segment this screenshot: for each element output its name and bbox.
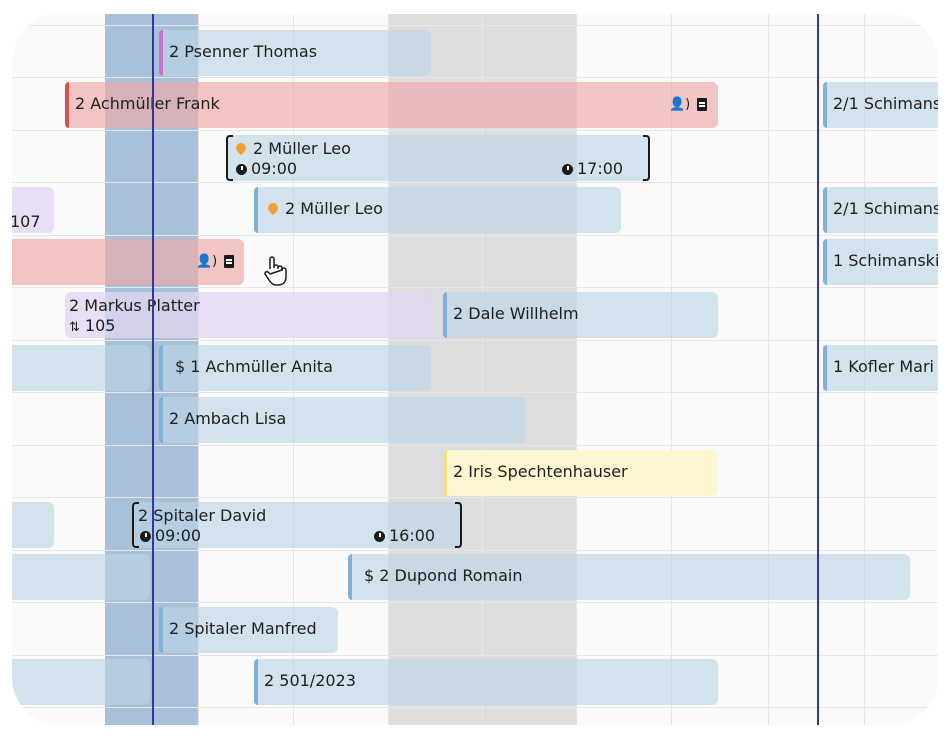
grid-hline [12, 497, 938, 498]
booking-label: 2 Achmüller Frank [75, 94, 220, 113]
clock-icon [562, 164, 573, 175]
booking-bar-107[interactable]: 107 [12, 187, 54, 233]
booking-bar-mueller-leo-timed[interactable]: 2 Müller Leo 09:00 17:00 [226, 135, 650, 181]
bar-accent [65, 82, 69, 128]
bar-accent [254, 659, 258, 705]
booking-bar-partial-blue[interactable] [12, 554, 150, 600]
booking-bar-partial-blue[interactable] [12, 345, 150, 391]
booking-label: 2 Psenner Thomas [169, 42, 318, 61]
bar-accent [159, 30, 163, 76]
person-voice-icon: 👤) [669, 97, 691, 112]
grid-hline [12, 655, 938, 656]
bar-accent [823, 345, 827, 391]
booking-bar-achmueller-anita[interactable]: $ 1 Achmüller Anita [159, 345, 431, 391]
time-bracket-left [226, 135, 233, 181]
clock-icon [374, 531, 385, 542]
bar-accent [159, 607, 163, 653]
grid-hline [12, 287, 938, 288]
grid-hline [12, 182, 938, 183]
booking-bar-iris-spechtenhauser[interactable]: 2 Iris Spechtenhauser [443, 450, 718, 496]
booking-label: 2 Dale Willhelm [453, 304, 579, 323]
booking-bar-dupond-romain[interactable]: $ 2 Dupond Romain [348, 554, 910, 600]
booking-label: 107 [12, 212, 41, 231]
hand-pointer-cursor [264, 256, 287, 286]
location-pin-icon [233, 140, 249, 156]
booking-bar-mueller-leo[interactable]: 2 Müller Leo [254, 187, 621, 233]
booking-bar-dale-willhelm[interactable]: 2 Dale Willhelm [443, 292, 718, 338]
bar-accent [443, 450, 447, 496]
bar-accent [254, 187, 258, 233]
bar-accent [823, 239, 827, 285]
grid-hline [12, 550, 938, 551]
bar-accent [443, 292, 447, 338]
booking-label: 1 Schimanski [833, 251, 938, 270]
document-icon [224, 255, 234, 272]
booking-bar-partial-blue[interactable] [12, 659, 150, 705]
grid-vline [671, 14, 672, 725]
swap-icon: ⇅ [69, 320, 80, 335]
booking-label: 2/1 Schimans [833, 94, 938, 113]
document-icon [697, 98, 707, 115]
time-bracket-right [455, 502, 462, 548]
grid-hline [12, 602, 938, 603]
room-number: 105 [84, 316, 116, 335]
booking-label: 2 Markus Platter [69, 296, 200, 315]
booking-label: 2 Ambach Lisa [169, 409, 287, 428]
grid-hline [12, 445, 938, 446]
booking-bar-partial-red[interactable]: 👤) [12, 239, 244, 285]
grid-vline [768, 14, 769, 725]
start-time: 09:00 [251, 159, 298, 178]
booking-label: 2 Müller Leo [253, 139, 351, 158]
booking-bar-psenner-thomas[interactable]: 2 Psenner Thomas [159, 30, 431, 76]
clock-icon [236, 164, 247, 175]
booking-bar-schimans-2[interactable]: 2/1 Schimans [823, 187, 938, 233]
grid-hline [12, 707, 938, 708]
bar-accent [823, 82, 827, 128]
booking-bar-501-2023[interactable]: 2 501/2023 [254, 659, 718, 705]
grid-vline [482, 14, 483, 725]
bar-accent [159, 397, 163, 443]
end-time: 17:00 [577, 159, 624, 178]
booking-label: 2 Iris Spechtenhauser [453, 462, 628, 481]
grid-hline [12, 235, 938, 236]
booking-bar-spitaler-manfred[interactable]: 2 Spitaler Manfred [159, 607, 338, 653]
booking-bar-spitaler-david-timed[interactable]: 2 Spitaler David 09:00 16:00 [132, 502, 462, 548]
person-voice-icon: 👤) [196, 254, 218, 269]
booking-bar-partial-blue[interactable] [12, 502, 54, 548]
current-time-line [152, 14, 154, 725]
booking-label: 2 Spitaler David [138, 506, 267, 525]
booking-label: 2 Müller Leo [285, 199, 383, 218]
clock-icon [140, 531, 151, 542]
booking-label: 1 Kofler Mari [833, 357, 934, 376]
schedule-grid: 2 Psenner Thomas 2 Achmüller Frank 👤) 2/… [12, 14, 938, 725]
booking-bar-kofler[interactable]: 1 Kofler Mari [823, 345, 938, 391]
grid-vline [576, 14, 577, 725]
period-end-line [817, 14, 819, 725]
grid-hline [12, 77, 938, 78]
booking-bar-achmueller-frank[interactable]: 2 Achmüller Frank 👤) [65, 82, 718, 128]
booking-bar-markus-platter[interactable]: 2 Markus Platter ⇅ 105 [65, 292, 431, 338]
bar-accent [348, 554, 352, 600]
booking-label: 2/1 Schimans [833, 199, 938, 218]
time-bracket-left [132, 502, 139, 548]
end-time: 16:00 [389, 526, 436, 545]
start-time: 09:00 [155, 526, 202, 545]
grid-hline [12, 392, 938, 393]
grid-hline [12, 130, 938, 131]
bar-accent [159, 345, 163, 391]
booking-bar-ambach-lisa[interactable]: 2 Ambach Lisa [159, 397, 526, 443]
bar-accent [823, 187, 827, 233]
booking-label: $ 2 Dupond Romain [364, 566, 523, 585]
booking-label: 2 Spitaler Manfred [169, 619, 317, 638]
booking-bar-schimans-1[interactable]: 2/1 Schimans [823, 82, 938, 128]
booking-bar-schimanski[interactable]: 1 Schimanski [823, 239, 938, 285]
grid-hline [12, 340, 938, 341]
location-pin-icon [265, 200, 281, 216]
booking-label: $ 1 Achmüller Anita [175, 357, 333, 376]
time-bracket-right [643, 135, 650, 181]
booking-label: 2 501/2023 [264, 671, 356, 690]
grid-hline [12, 25, 938, 26]
